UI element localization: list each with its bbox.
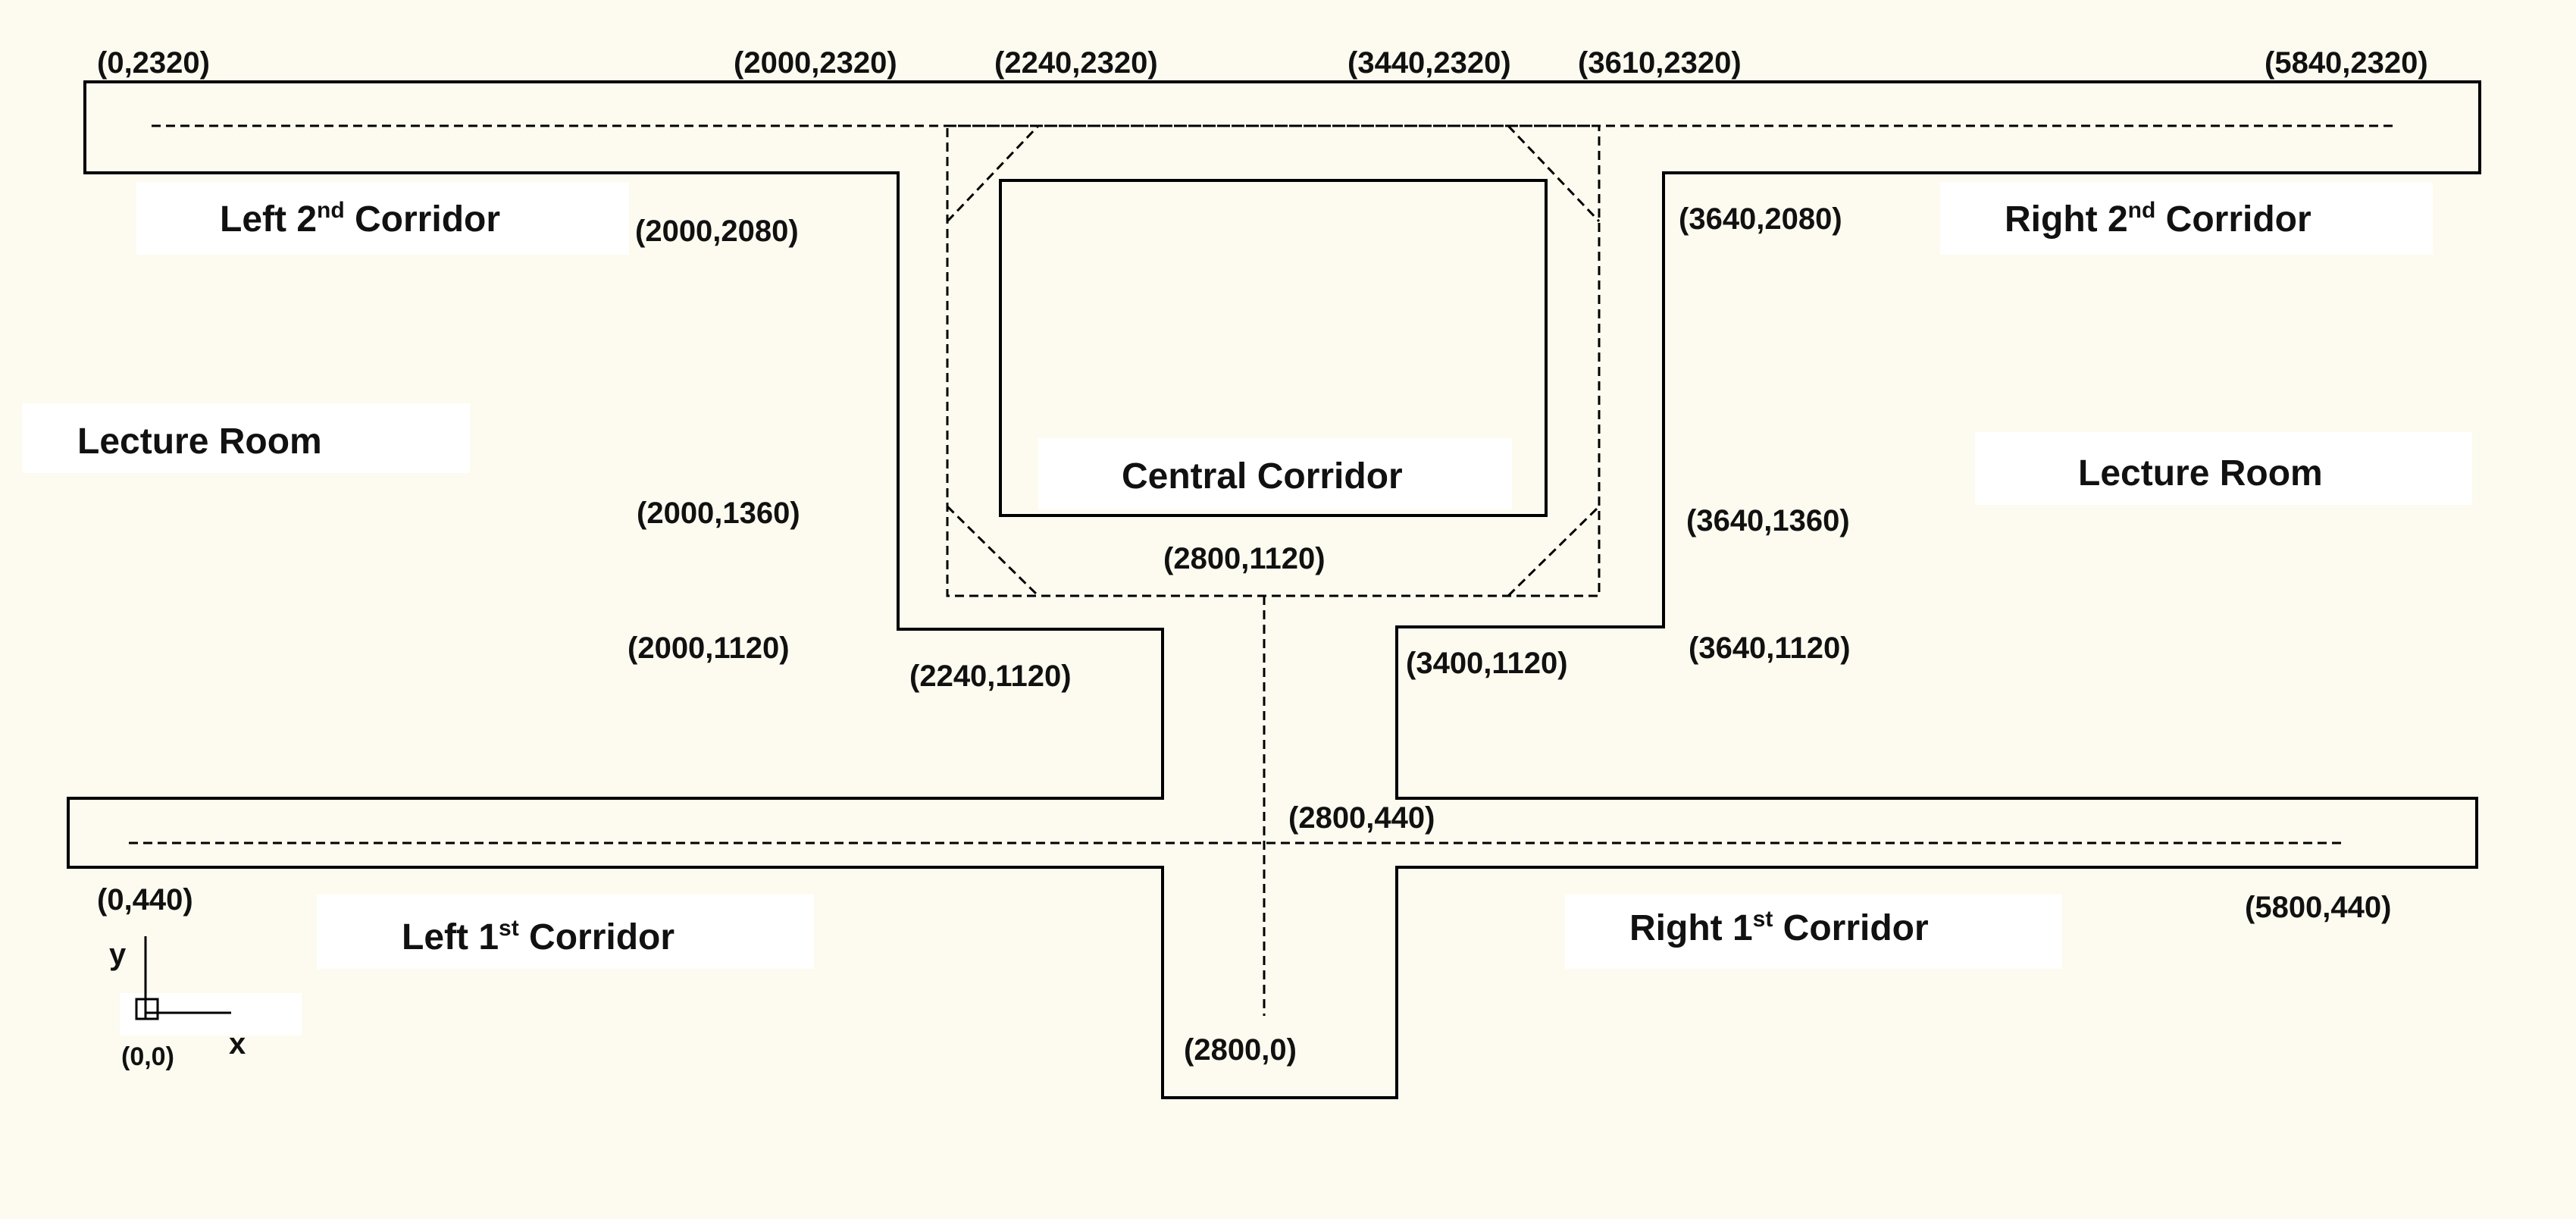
path-diagonal-bottom-left [946, 505, 1040, 597]
coord-3440-2320: (3440,2320) [1347, 46, 1511, 80]
axis-label-x: x [229, 1027, 246, 1061]
label-box-left-1st [317, 895, 814, 969]
coord-2000-1360: (2000,1360) [637, 497, 800, 530]
path-diagonal-top-right [1507, 124, 1601, 223]
coord-3640-1120: (3640,1120) [1689, 631, 1851, 665]
path-central-loop [946, 124, 1601, 597]
label-box-right-1st [1565, 895, 2062, 969]
coord-2800-440: (2800,440) [1288, 801, 1435, 835]
origin-marker [135, 998, 159, 1020]
label-box-lecture-left [23, 403, 470, 473]
label-box-left-2nd [136, 182, 629, 255]
coord-2240-2320: (2240,2320) [994, 46, 1158, 80]
coord-3610-2320: (3610,2320) [1578, 46, 1742, 80]
label-left-2nd-corridor: Left 2nd Corridor [220, 198, 500, 240]
coord-5840-2320: (5840,2320) [2265, 46, 2428, 80]
path-diagonal-top-left [946, 124, 1040, 223]
coord-2800-1120: (2800,1120) [1163, 542, 1326, 575]
coord-5800-440: (5800,440) [2245, 891, 2391, 924]
path-diagonal-bottom-right [1507, 505, 1601, 597]
central-inner-block [999, 179, 1548, 517]
label-box-central [1038, 438, 1512, 509]
label-left-1st-corridor: Left 1st Corridor [402, 916, 675, 957]
coord-2240-1120: (2240,1120) [909, 660, 1072, 693]
label-right-1st-corridor: Right 1st Corridor [1629, 907, 1929, 948]
label-central-corridor: Central Corridor [1122, 456, 1403, 497]
coord-3640-2080: (3640,2080) [1679, 202, 1842, 236]
corridor-outer-wall [67, 80, 2481, 1099]
coord-3640-1360: (3640,1360) [1686, 504, 1850, 537]
label-right-2nd-corridor: Right 2nd Corridor [2005, 198, 2312, 240]
coord-0-0: (0,0) [121, 1042, 174, 1071]
coord-3400-1120: (3400,1120) [1406, 647, 1568, 680]
axis-label-y: y [109, 938, 127, 971]
coord-2000-2080: (2000,2080) [635, 215, 799, 248]
coord-2000-2320: (2000,2320) [734, 46, 897, 80]
coord-2800-0: (2800,0) [1184, 1033, 1297, 1067]
label-box-lecture-right [1975, 432, 2472, 505]
label-box-right-2nd [1940, 182, 2433, 255]
label-lecture-room-right: Lecture Room [2078, 453, 2323, 494]
coord-2000-1120: (2000,1120) [628, 631, 790, 665]
coord-0-440: (0,440) [97, 883, 193, 917]
coord-0-2320: (0,2320) [97, 46, 210, 80]
label-lecture-room-left: Lecture Room [77, 421, 322, 462]
